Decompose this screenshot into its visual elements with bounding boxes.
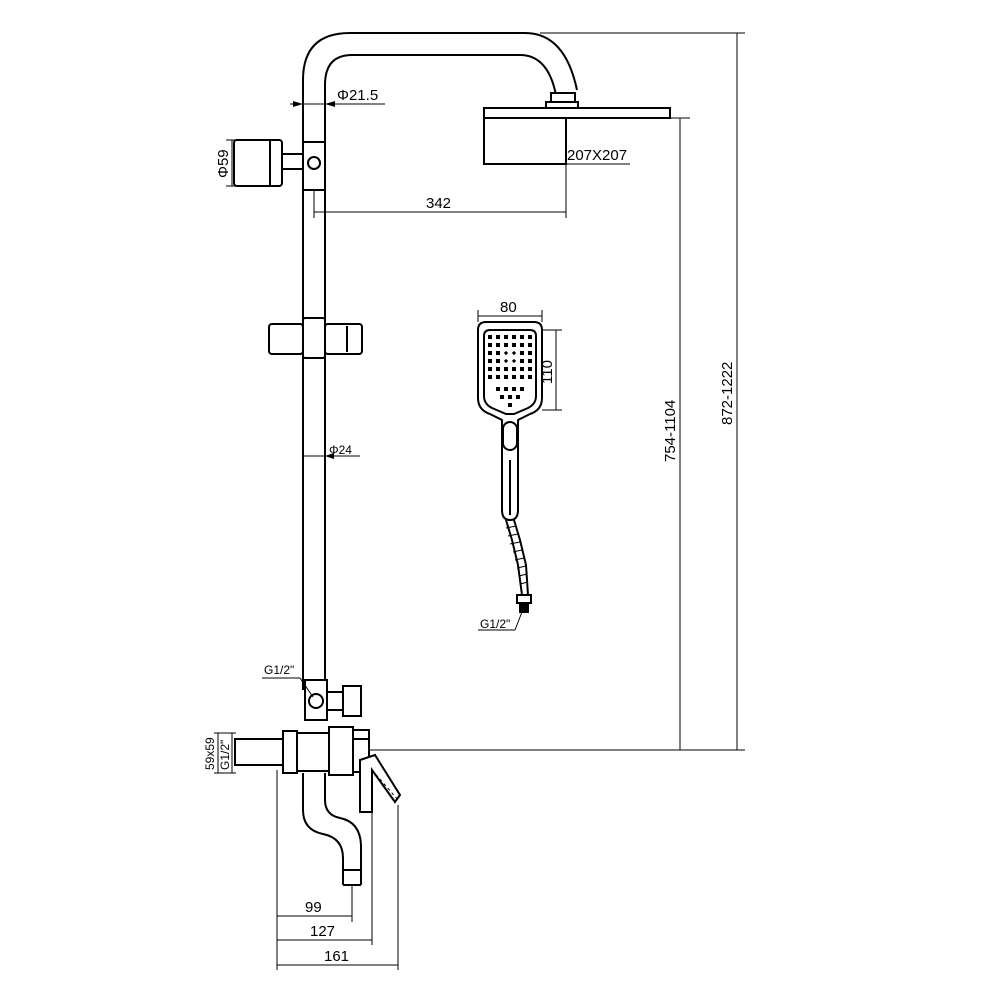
wall-flange-size-label: 59x59 bbox=[203, 737, 217, 770]
valve-lever bbox=[359, 753, 402, 813]
nozzle bbox=[496, 351, 500, 355]
handset-width-label: 80 bbox=[500, 299, 517, 316]
nozzle bbox=[511, 350, 517, 356]
spout-reach-99-label: 99 bbox=[305, 899, 322, 916]
nozzle bbox=[512, 343, 516, 347]
nozzle bbox=[496, 359, 500, 363]
nozzle bbox=[488, 335, 492, 339]
spout-reach-127-label: 127 bbox=[310, 923, 335, 940]
handset-height-range-label: 754-1104 bbox=[662, 400, 679, 462]
arm-reach-label: 342 bbox=[426, 195, 451, 212]
nozzle bbox=[512, 375, 516, 379]
rail-diameter-label: Φ24 bbox=[329, 443, 352, 457]
nozzle bbox=[488, 359, 492, 363]
shower-hose bbox=[505, 519, 532, 613]
nozzle bbox=[503, 350, 509, 356]
nozzle bbox=[512, 367, 516, 371]
nozzle bbox=[496, 367, 500, 371]
valve-thread-label: G1/2" bbox=[264, 663, 294, 677]
nozzle bbox=[504, 343, 508, 347]
nozzle bbox=[520, 335, 524, 339]
nozzle bbox=[504, 367, 508, 371]
dimension-lines bbox=[214, 32, 745, 970]
nozzle bbox=[503, 358, 509, 364]
nozzle bbox=[504, 387, 508, 391]
nozzle bbox=[528, 375, 532, 379]
nozzle bbox=[504, 375, 508, 379]
slide-holder bbox=[268, 317, 363, 359]
overall-height-range-label: 872-1222 bbox=[719, 362, 736, 425]
nozzle bbox=[528, 359, 532, 363]
nozzle bbox=[488, 343, 492, 347]
nozzle-grid bbox=[488, 335, 532, 407]
outlet-thread-label: G1/2" bbox=[218, 740, 232, 770]
nozzle bbox=[512, 335, 516, 339]
nozzle bbox=[516, 395, 520, 399]
mixer-valve bbox=[234, 726, 370, 776]
nozzle bbox=[520, 351, 524, 355]
nozzle bbox=[504, 335, 508, 339]
overall-depth-161-label: 161 bbox=[324, 948, 349, 965]
head-size-label: 207X207 bbox=[567, 147, 627, 164]
nozzle bbox=[488, 351, 492, 355]
nozzle bbox=[520, 387, 524, 391]
head-connector bbox=[545, 92, 579, 109]
nozzle bbox=[496, 335, 500, 339]
nozzle bbox=[520, 343, 524, 347]
nozzle bbox=[500, 395, 504, 399]
nozzle bbox=[528, 367, 532, 371]
nozzle bbox=[520, 375, 524, 379]
nozzle bbox=[496, 375, 500, 379]
nozzle bbox=[488, 367, 492, 371]
nozzle bbox=[508, 395, 512, 399]
nozzle bbox=[520, 367, 524, 371]
nozzle bbox=[496, 343, 500, 347]
nozzle bbox=[511, 358, 517, 364]
nozzle bbox=[512, 387, 516, 391]
nozzle bbox=[528, 343, 532, 347]
nozzle bbox=[508, 403, 512, 407]
hand-shower bbox=[477, 321, 543, 522]
riser-diameter-label: Φ21.5 bbox=[337, 87, 378, 104]
nozzle bbox=[528, 351, 532, 355]
nozzle bbox=[496, 387, 500, 391]
nozzle bbox=[520, 359, 524, 363]
diverter-body bbox=[304, 679, 362, 721]
riser-pipe bbox=[302, 32, 578, 690]
nozzle bbox=[528, 335, 532, 339]
nozzle bbox=[488, 375, 492, 379]
bracket-diameter-label: Φ59 bbox=[215, 149, 232, 178]
top-wall-bracket bbox=[233, 139, 326, 191]
hose-thread-label: G1/2" bbox=[480, 617, 510, 631]
bath-spout bbox=[302, 773, 362, 886]
handset-height-label: 110 bbox=[539, 360, 556, 384]
